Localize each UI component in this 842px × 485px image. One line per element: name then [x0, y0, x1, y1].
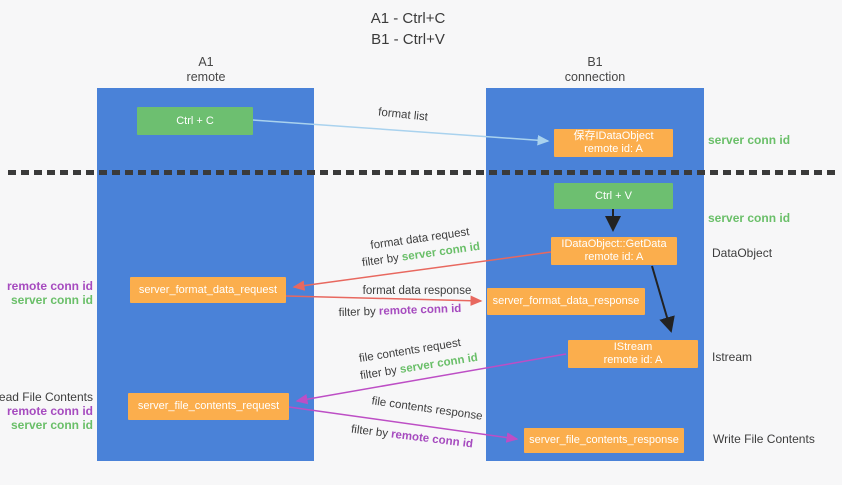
remote-conn-id-text-2: remote conn id	[378, 302, 462, 318]
diagram-title: A1 - Ctrl+C B1 - Ctrl+V	[308, 8, 508, 50]
side-label-server-conn-id-mid: server conn id	[708, 211, 791, 225]
getdata-line1: IDataObject::GetData	[561, 238, 667, 250]
side-label-istream: Istream	[712, 350, 753, 364]
file-request-label: server_file_contents_request	[137, 400, 280, 412]
node-istream: IStream remote id: A	[568, 340, 698, 368]
column-a1-name: A1	[198, 55, 214, 69]
left-server-conn-id-1: server conn id	[10, 293, 93, 307]
node-server-file-contents-request: server_file_contents_request	[128, 393, 289, 420]
dotted-separator-line	[8, 170, 836, 175]
file-response-label: server_file_contents_response	[529, 434, 679, 446]
column-header-a1: A1 remote	[136, 55, 276, 85]
filter-by-text-1: filter by	[361, 251, 403, 270]
side-label-server-conn-id-top: server conn id	[708, 133, 791, 147]
title-line-1: A1 - Ctrl+C	[370, 10, 446, 27]
ctrl-v-label: Ctrl + V	[595, 189, 632, 202]
side-label-dataobject: DataObject	[712, 246, 773, 260]
remote-conn-id-text-4: remote conn id	[390, 428, 474, 451]
filter-by-text-2: filter by	[338, 305, 380, 320]
side-label-read-file-group: Read File Contents remote conn id server…	[0, 390, 93, 432]
node-save-idataobject: 保存IDataObject remote id: A	[554, 129, 673, 157]
label-filter-file-response: filter by remote conn id	[350, 424, 473, 451]
column-a1-subtitle: remote	[186, 70, 226, 84]
left-remote-conn-id-2: remote conn id	[6, 404, 93, 418]
column-b1-subtitle: connection	[564, 70, 626, 84]
side-label-conn-ids-format: remote conn id server conn id	[7, 279, 93, 307]
istream-line2: remote id: A	[603, 354, 663, 366]
column-b1-name: B1	[587, 55, 603, 69]
node-ctrl-v: Ctrl + V	[554, 183, 673, 209]
format-response-label: server_format_data_response	[492, 295, 640, 307]
node-server-file-contents-response: server_file_contents_response	[524, 428, 684, 453]
save-idataobject-line2: remote id: A	[584, 143, 643, 155]
node-idataobject-getdata: IDataObject::GetData remote id: A	[551, 237, 677, 265]
save-idataobject-line1: 保存IDataObject	[573, 130, 654, 142]
node-server-format-data-response: server_format_data_response	[487, 288, 645, 315]
label-filter-format-response: filter by remote conn id	[338, 303, 461, 319]
label-format-data-response: format data response	[362, 285, 472, 297]
column-header-b1: B1 connection	[525, 55, 665, 85]
filter-by-text-4: filter by	[350, 423, 392, 441]
format-request-label: server_format_data_request	[138, 283, 278, 296]
ctrl-c-label: Ctrl + C	[176, 114, 214, 127]
node-ctrl-c: Ctrl + C	[137, 107, 253, 135]
left-remote-conn-id-1: remote conn id	[6, 279, 93, 293]
side-label-write-file-contents: Write File Contents	[713, 432, 815, 446]
left-server-conn-id-2: server conn id	[10, 418, 93, 432]
getdata-line2: remote id: A	[584, 251, 644, 263]
label-file-contents-response: file contents response	[370, 395, 484, 423]
title-line-2: B1 - Ctrl+V	[371, 31, 445, 48]
side-label-read-file-contents: Read File Contents	[0, 390, 93, 404]
filter-by-text-3: filter by	[359, 364, 401, 383]
istream-line1: IStream	[613, 341, 653, 353]
node-server-format-data-request: server_format_data_request	[130, 277, 286, 303]
label-format-list: format list	[377, 106, 429, 124]
